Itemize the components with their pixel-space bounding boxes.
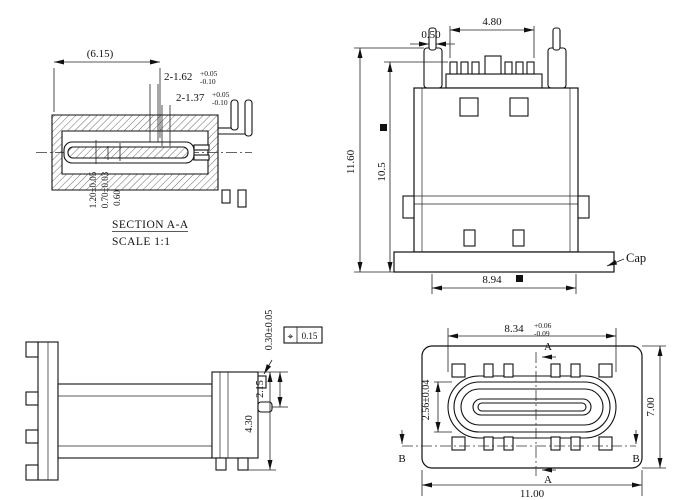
dim-stack-height-2: 0.70±0.03 — [100, 171, 110, 208]
dim-body-depth: 4.30 — [244, 415, 255, 433]
side-dimension-lines — [248, 359, 288, 471]
dim-slot-width-1-tol-lower: -0.10 — [200, 77, 216, 86]
top-dimension-lines — [421, 328, 666, 496]
position-tolerance-value: 0.15 — [302, 331, 318, 341]
dim-opening-height: 2.56±0.04 — [421, 380, 432, 421]
dim-overall-width: (6.15) — [87, 48, 114, 60]
shell-cross-section — [51, 114, 219, 191]
dim-pin-offset: 0.30±0.05 — [264, 310, 275, 351]
dim-slot-width-1-tol-upper: +0.05 — [200, 69, 218, 78]
dim-slot-width-2-tol-lower: -0.10 — [212, 98, 228, 107]
dim-slot-width-2: 2-1.37 — [176, 92, 205, 104]
dim-top-body-depth: 7.00 — [645, 397, 657, 417]
section-scale: SCALE 1:1 — [112, 236, 171, 248]
tongue-core — [67, 146, 189, 159]
position-tolerance-icon: ⌖ — [288, 332, 294, 343]
view-side: 0.30±0.05 ⌖ 0.15 2.15 4.30 — [25, 310, 323, 481]
dim-opening-width: 8.34 — [504, 323, 524, 335]
front-hole-right — [509, 97, 529, 117]
front-inner-lines — [414, 88, 578, 252]
section-mark-b-left: B — [398, 453, 405, 465]
tongue-top-inner — [477, 402, 587, 412]
front-hole-left — [459, 97, 479, 117]
dim-stack-height-1: 1.20±0.05 — [88, 171, 98, 208]
side-inner-lines — [47, 342, 229, 480]
dim-overall-height: 11.60 — [345, 149, 357, 174]
contact-upper — [193, 144, 210, 151]
section-dimension-lines — [53, 59, 171, 164]
rear-pins — [218, 99, 253, 208]
side-blade — [57, 383, 213, 459]
front-body — [413, 87, 579, 253]
dim-peg-pin-width: 0.50 — [421, 29, 441, 41]
top-geometry — [421, 345, 643, 469]
dim-opening-width-tol-upper: +0.06 — [534, 321, 552, 330]
dim-body-height: 10.5 — [376, 162, 388, 182]
section-caption: SECTION A-A — [112, 219, 189, 231]
dim-stack-height-3: 0.60 — [112, 190, 122, 206]
dim-slot-width-1: 2-1.62 — [164, 71, 192, 83]
contact-lower — [193, 154, 210, 161]
view-front: 4.80 0.50 11.60 10.5 8.94 Cap — [345, 16, 646, 294]
dim-top-body-width: 11.00 — [520, 488, 545, 500]
side-body — [211, 371, 259, 459]
front-geometry — [393, 27, 615, 273]
dim-shield-width: 8.94 — [482, 274, 502, 286]
dim-opening-width-tol-lower: -0.09 — [534, 329, 550, 338]
dim-pin-height: 2.15 — [255, 380, 266, 398]
section-mark-b-right: B — [632, 453, 639, 465]
section-mark-a-top: A — [544, 341, 552, 353]
cap-label: Cap — [626, 251, 646, 265]
critical-dim-marker-2 — [516, 275, 523, 282]
section-mark-a-bottom: A — [544, 474, 552, 486]
dim-pin-row-width: 4.80 — [482, 16, 502, 28]
position-tolerance-frame: ⌖ 0.15 — [283, 326, 323, 344]
section-arrows — [399, 354, 639, 473]
view-section-a-a: (6.15) 2-1.62 +0.05 -0.10 2-1.37 +0.05 -… — [36, 48, 253, 248]
view-top: 8.34 +0.06 -0.09 2.56±0.04 7.00 11.00 A … — [398, 321, 666, 500]
cap-leader — [606, 258, 625, 267]
critical-dim-marker-1 — [380, 124, 387, 131]
cap-plate — [393, 251, 615, 273]
front-dimension-lines — [354, 26, 625, 294]
dim-slot-width-2-tol-upper: +0.05 — [212, 90, 230, 99]
